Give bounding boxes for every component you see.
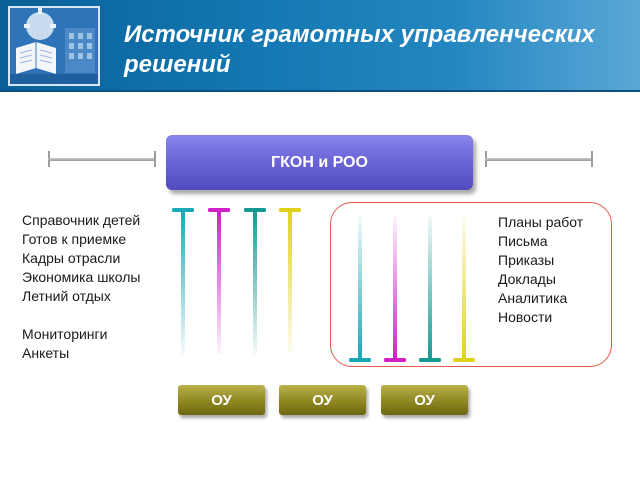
right-connector-line — [485, 151, 593, 167]
outgoing-documents-frame — [330, 202, 612, 367]
list-item: Экономика школы — [22, 269, 141, 285]
list-item: Планы работ — [498, 214, 584, 230]
list-spacer — [22, 306, 140, 325]
ou-label: ОУ — [414, 391, 435, 409]
left-bar-teal — [244, 208, 266, 354]
list-item: Справочник детей — [22, 212, 141, 228]
page-title: Источник грамотных управленческих решени… — [124, 21, 595, 78]
book-building-logo-icon — [8, 6, 100, 86]
ou-box-2: ОУ — [279, 385, 366, 415]
left-connector-line — [48, 151, 156, 167]
list-item: Летний отдых — [22, 288, 111, 304]
list-item: Мониторинги — [22, 326, 108, 342]
list-item: Письма — [498, 233, 548, 249]
right-documents-list: Планы работ Письма Приказы Доклады Анали… — [498, 213, 583, 327]
header-banner: Источник грамотных управленческих решени… — [0, 0, 640, 92]
ou-box-3: ОУ — [381, 385, 468, 415]
ou-label: ОУ — [211, 391, 232, 409]
gkon-roo-label: ГКОН и РОО — [271, 153, 368, 171]
list-item: Готов к приемке — [22, 231, 127, 247]
left-bar-yellow — [279, 208, 301, 354]
list-item: Анкеты — [22, 345, 70, 361]
ou-box-1: ОУ — [178, 385, 265, 415]
left-bar-magenta — [208, 208, 230, 354]
gkon-roo-box: ГКОН и РОО — [166, 135, 473, 190]
list-item: Доклады — [498, 271, 556, 287]
list-item: Новости — [498, 309, 553, 325]
ou-label: ОУ — [312, 391, 333, 409]
list-item: Приказы — [498, 252, 555, 268]
left-bar-cyan — [172, 208, 194, 354]
list-item: Аналитика — [498, 290, 568, 306]
left-report-list: Справочник детей Готов к приемке Кадры о… — [22, 211, 140, 363]
list-item: Кадры отрасли — [22, 250, 121, 266]
